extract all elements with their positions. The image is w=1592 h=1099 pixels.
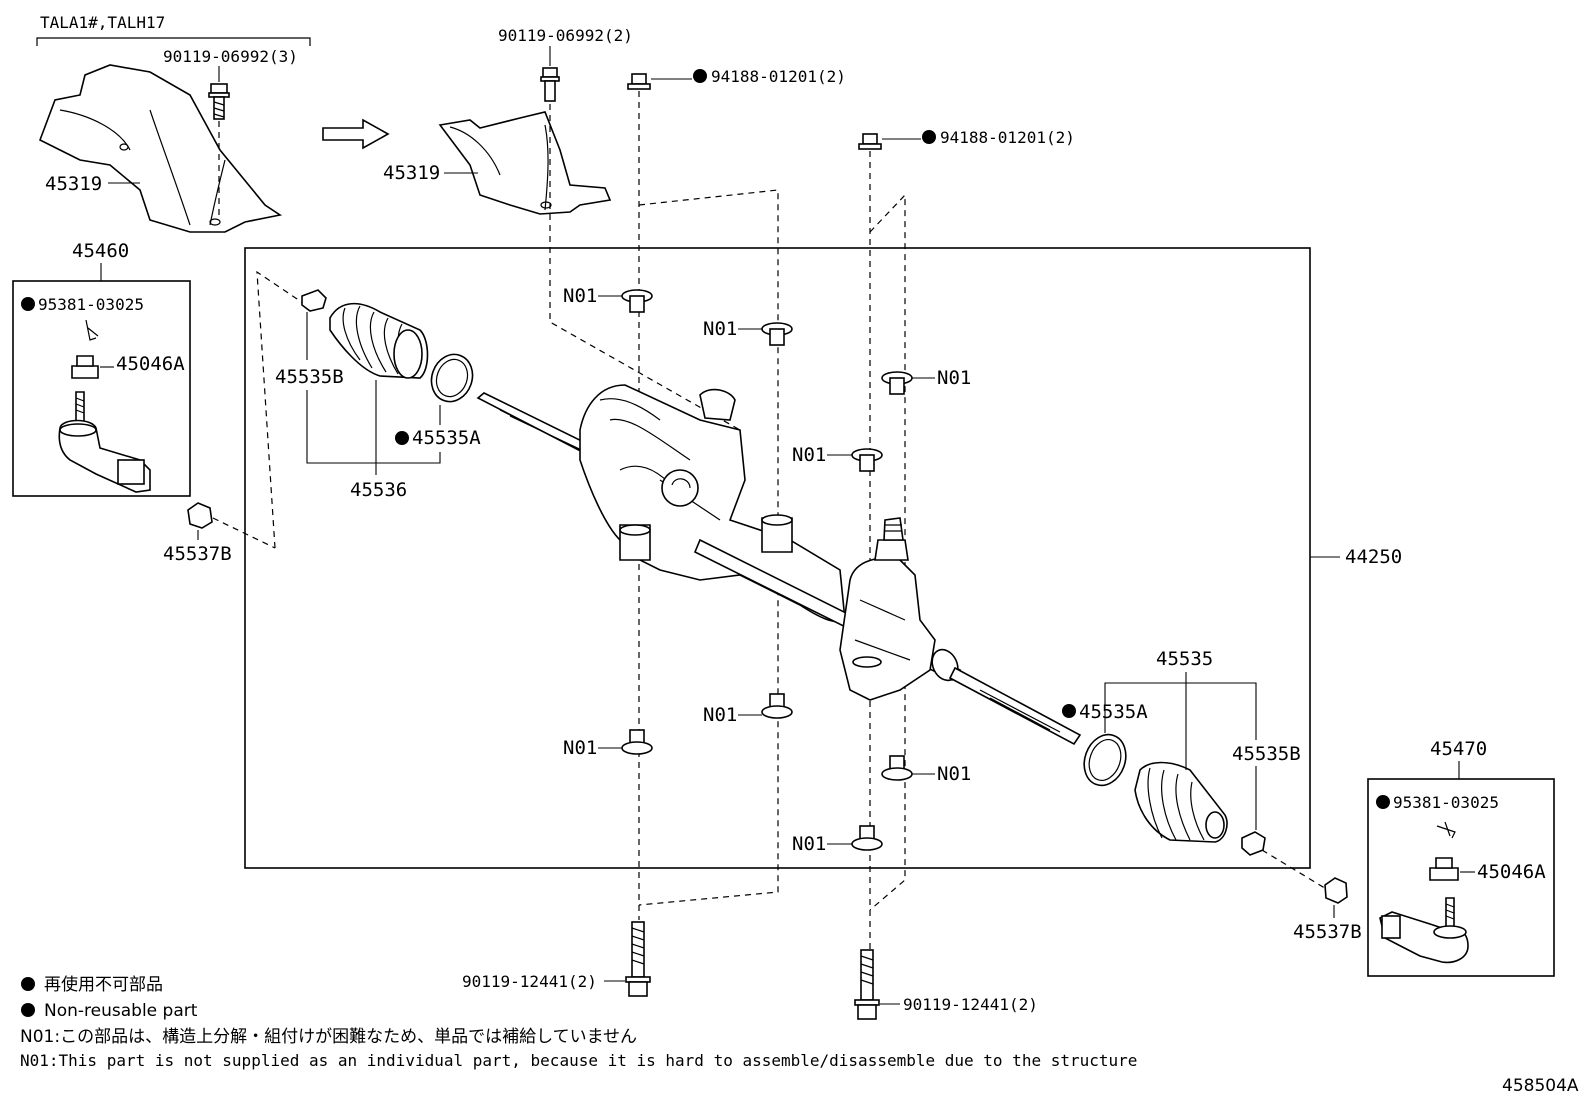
cover-45319-left[interactable] [38, 64, 283, 233]
callout-94188-01201-left: 94188-01201(2) [711, 67, 846, 86]
non-reusable-marker-icon [1376, 795, 1390, 809]
lock-nut-45537b-left[interactable] [187, 502, 213, 529]
callout-n01-8: N01 [792, 833, 826, 855]
callout-n01-3: N01 [937, 367, 971, 389]
clamp-45535a-right[interactable] [1077, 729, 1132, 792]
note-en: N01:This part is not supplied as an indi… [20, 1051, 1137, 1070]
callout-45470: 45470 [1430, 738, 1487, 760]
legend-en: Non-reusable part [44, 1001, 198, 1021]
callout-n01-4: N01 [792, 444, 826, 466]
non-reusable-marker-icon [21, 1003, 35, 1017]
nut-94188-01201-left[interactable] [627, 73, 651, 90]
callout-45537b-left: 45537B [163, 543, 232, 565]
n01-insulator-1[interactable] [621, 289, 653, 313]
callout-90119-06992-3: 90119-06992(3) [163, 47, 298, 66]
callout-95381-03025-right: 95381-03025 [1393, 793, 1499, 812]
tie-rod-end-box-left [12, 280, 191, 497]
callout-90119-12441-left: 90119-12441(2) [462, 972, 597, 991]
clip-45535b-right[interactable] [1241, 831, 1266, 856]
note-jp: N01:この部品は、構造上分解・組付けが困難なため、単品では補給していません [20, 1027, 637, 1047]
callout-44250: 44250 [1345, 546, 1402, 568]
callout-45535: 45535 [1156, 648, 1213, 670]
non-reusable-marker-icon [21, 297, 35, 311]
figure-id: 458504A [1502, 1076, 1579, 1096]
callout-n01-6: N01 [563, 737, 597, 759]
bolt-90119-06992-2[interactable] [540, 67, 560, 102]
castle-nut-45046a-right[interactable] [1429, 857, 1459, 881]
cover-45319-right[interactable] [438, 111, 612, 215]
variant-label: TALA1#,TALH17 [40, 13, 165, 32]
callout-45319-right: 45319 [383, 162, 440, 184]
callout-n01-5: N01 [703, 704, 737, 726]
callout-45537b-right: 45537B [1293, 921, 1362, 943]
bolt-90119-06992-3[interactable] [208, 83, 230, 120]
callout-45536: 45536 [350, 479, 407, 501]
bolt-90119-12441-left[interactable] [625, 921, 651, 997]
steering-gear-assembly-box [244, 247, 1311, 869]
variant-bracket: TALA1#,TALH17 [36, 13, 311, 46]
tie-rod-end-left[interactable] [58, 391, 151, 493]
n01-insulator-5[interactable] [761, 693, 793, 719]
callout-45319-left: 45319 [45, 173, 102, 195]
callout-90119-06992-2: 90119-06992(2) [498, 26, 633, 45]
n01-insulator-7[interactable] [881, 755, 913, 781]
clamp-45535a-left[interactable] [425, 349, 479, 408]
boot-left[interactable] [329, 302, 429, 379]
bolt-90119-12441-right[interactable] [854, 949, 880, 1020]
n01-insulator-4[interactable] [851, 448, 883, 472]
n01-insulator-3[interactable] [881, 371, 913, 395]
tie-rod-end-box-right [1367, 778, 1555, 977]
legend-jp: 再使用不可部品 [44, 974, 163, 995]
steering-rack-housing[interactable] [476, 384, 1082, 746]
cotter-pin-left[interactable] [85, 319, 99, 341]
callout-45535a-left: 45535A [412, 427, 481, 449]
non-reusable-marker-icon [395, 431, 409, 445]
cotter-pin-right[interactable] [1436, 821, 1456, 839]
nut-94188-01201-right[interactable] [858, 133, 882, 150]
callout-n01-1: N01 [563, 285, 597, 307]
clip-45535b-left[interactable] [301, 289, 327, 312]
boot-right[interactable] [1134, 761, 1228, 843]
callout-45535b-right: 45535B [1232, 743, 1301, 765]
n01-insulator-8[interactable] [851, 825, 883, 851]
arrow-right-icon [322, 118, 390, 150]
n01-insulator-2[interactable] [761, 322, 793, 346]
callout-45535a-right: 45535A [1079, 701, 1148, 723]
callout-95381-03025-left: 95381-03025 [38, 295, 144, 314]
tie-rod-end-right[interactable] [1379, 897, 1469, 964]
callout-45046a-left: 45046A [116, 353, 185, 375]
callout-94188-01201-right: 94188-01201(2) [940, 128, 1075, 147]
callout-90119-12441-right: 90119-12441(2) [903, 995, 1038, 1014]
legend: 再使用不可部品 Non-reusable part [21, 974, 198, 1021]
n01-insulator-6[interactable] [621, 729, 653, 755]
callout-45460: 45460 [72, 240, 129, 262]
lock-nut-45537b-right[interactable] [1324, 877, 1348, 904]
non-reusable-marker-icon [922, 130, 936, 144]
callout-45046a-right: 45046A [1477, 861, 1546, 883]
callout-45535b-left: 45535B [275, 366, 344, 388]
callout-n01-7: N01 [937, 763, 971, 785]
non-reusable-marker-icon [21, 977, 35, 991]
castle-nut-45046a-left[interactable] [71, 355, 99, 379]
non-reusable-marker-icon [693, 69, 707, 83]
non-reusable-marker-icon [1062, 704, 1076, 718]
callout-n01-2: N01 [703, 318, 737, 340]
